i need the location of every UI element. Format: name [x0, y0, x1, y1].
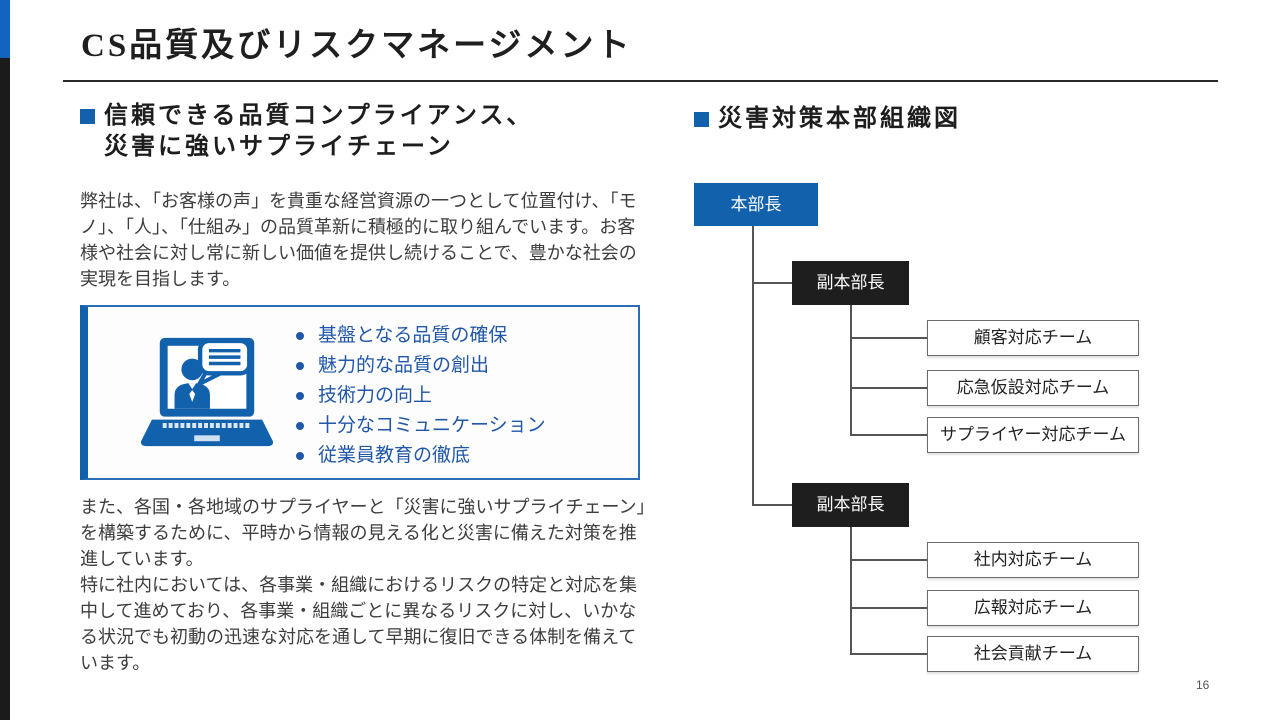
list-item: 基盤となる品質の確保	[294, 321, 546, 351]
org-connector	[850, 434, 927, 436]
left-heading-line2: 災害に強いサプライチェーン	[104, 134, 454, 160]
quality-points-list: 基盤となる品質の確保 魅力的な品質の創出 技術力の向上 十分なコミュニケーション…	[294, 321, 546, 471]
paragraph-supply-chain: また、各国・各地域のサプライヤーと「災害に強いサプライチェーン」を構築するために…	[80, 497, 646, 569]
paragraph-quality-policy: 弊社は、「お客様の声」を貴重な経営資源の一つとして位置付け、「モノ」、「人」、「…	[80, 191, 637, 289]
left-section-heading: 信頼できる品質コンプライアンス、 災害に強いサプライチェーン	[80, 101, 533, 163]
org-connector	[850, 559, 927, 561]
right-section-heading-text: 災害対策本部組織図	[718, 106, 961, 132]
org-connector	[752, 504, 792, 506]
sidebar-accent-blue	[0, 0, 10, 58]
org-connector	[850, 337, 927, 339]
sidebar-accent-black	[0, 58, 10, 720]
org-node-team: 社会貢献チーム	[927, 636, 1139, 672]
org-node-team: 社内対応チーム	[927, 542, 1139, 578]
right-section-heading: 災害対策本部組織図	[694, 104, 961, 135]
disaster-org-chart: 本部長 副本部長 顧客対応チーム 応急仮設対応チーム サプライヤー対応チーム 副…	[694, 183, 1146, 675]
org-node-team: 応急仮設対応チーム	[927, 370, 1139, 406]
list-item: 魅力的な品質の創出	[294, 351, 546, 381]
org-node-team: 顧客対応チーム	[927, 320, 1139, 356]
org-node-head: 本部長	[694, 183, 818, 226]
org-connector-trunk	[752, 226, 754, 506]
square-bullet-icon	[80, 109, 95, 124]
list-item: 技術力の向上	[294, 381, 546, 411]
quality-points-box: 基盤となる品質の確保 魅力的な品質の創出 技術力の向上 十分なコミュニケーション…	[80, 305, 640, 480]
page-number: 16	[1196, 678, 1210, 692]
org-connector	[752, 282, 792, 284]
left-section-heading-text: 信頼できる品質コンプライアンス、 災害に強いサプライチェーン	[104, 101, 533, 163]
list-item: 十分なコミュニケーション	[294, 411, 546, 441]
left-heading-line1: 信頼できる品質コンプライアンス、	[104, 103, 534, 129]
square-bullet-icon	[694, 112, 709, 127]
org-connector	[850, 527, 852, 655]
org-connector	[850, 653, 927, 655]
title-divider	[63, 80, 1218, 82]
list-item: 従業員教育の徹底	[294, 441, 546, 471]
org-connector	[850, 387, 927, 389]
org-connector	[850, 607, 927, 609]
paragraph-supply-chain-block: また、各国・各地域のサプライヤーと「災害に強いサプライチェーン」を構築するために…	[80, 494, 648, 676]
org-node-deputy1: 副本部長	[792, 261, 909, 305]
org-node-deputy2: 副本部長	[792, 483, 909, 527]
org-node-team: 広報対応チーム	[927, 590, 1139, 626]
laptop-communication-icon	[138, 333, 276, 457]
org-node-team: サプライヤー対応チーム	[927, 417, 1139, 453]
page-title: CS品質及びリスクマネージメント	[81, 28, 633, 64]
paragraph-risk-response: 特に社内においては、各事業・組織におけるリスクの特定と対応を集中して進めており、…	[80, 575, 638, 673]
org-connector	[850, 305, 852, 436]
